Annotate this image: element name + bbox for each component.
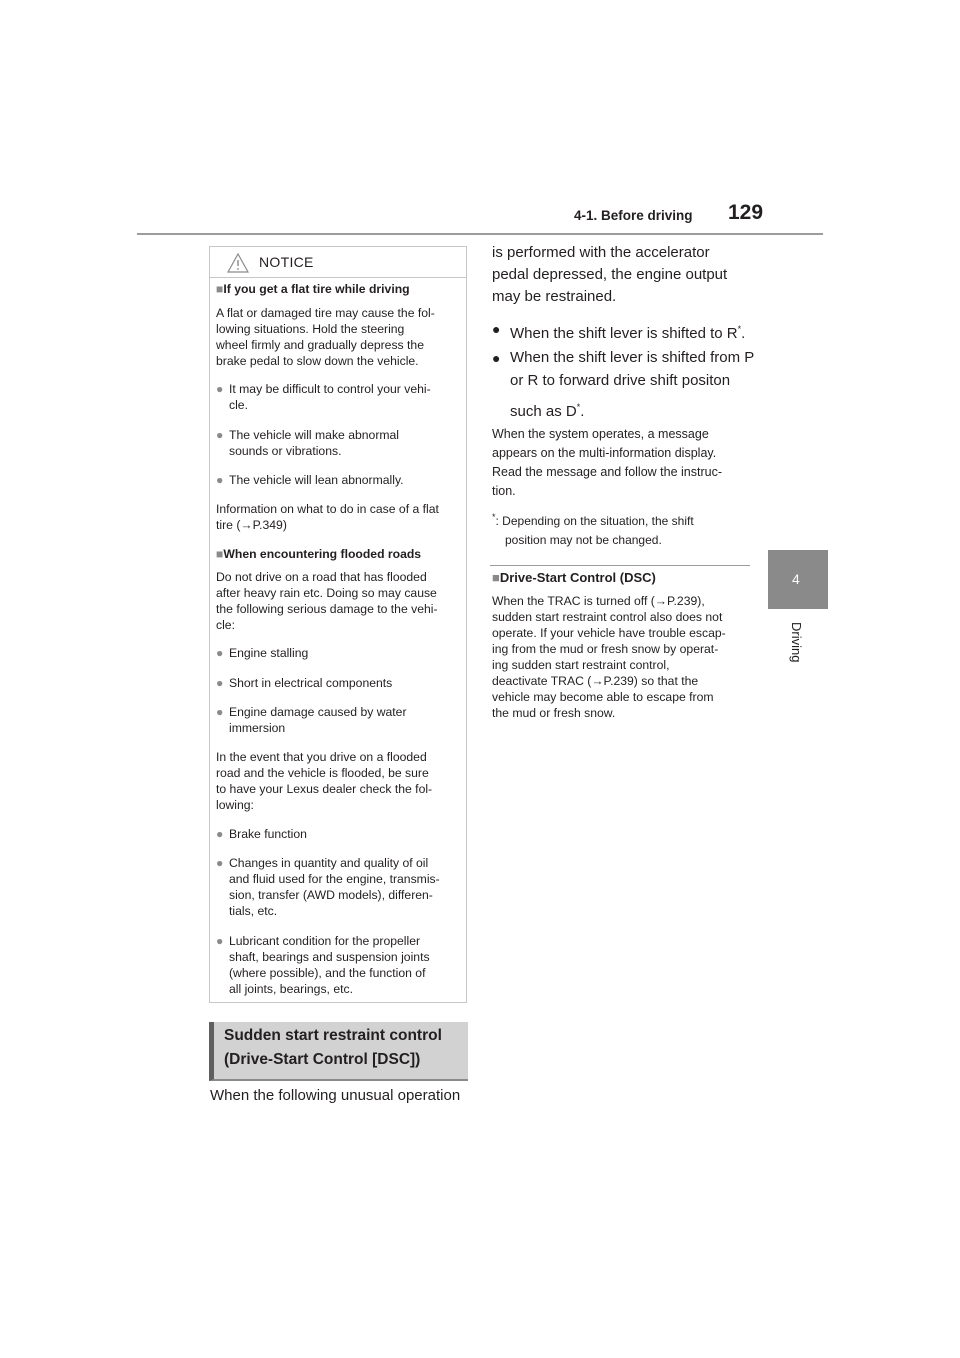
list-item: ● Short in electrical components [216, 676, 393, 690]
footnote: *: Depending on the situation, the shift… [492, 512, 694, 547]
dot-bullet-icon: ● [216, 473, 224, 487]
list-item: ● It may be difficult to control your ve… [216, 382, 431, 412]
square-bullet-icon: ■ [492, 570, 500, 585]
list-item: ● The vehicle will make abnormal sounds … [216, 428, 400, 458]
section-heading-line2: (Drive-Start Control [DSC]) [224, 1051, 421, 1068]
section-heading-line1: Sudden start restraint control [224, 1027, 442, 1044]
chapter-number: 4 [792, 571, 800, 587]
right-intro: is performed with the accelerator pedal … [492, 244, 728, 305]
chapter-label-wrap: Driving [784, 622, 814, 670]
notice-title: NOTICE [259, 254, 314, 270]
flood-text: Do not drive on a road that has flooded … [216, 570, 438, 632]
list-item: ● Brake function [216, 827, 307, 841]
dot-bullet-icon: ● [216, 646, 224, 660]
square-bullet-icon: ■ [216, 282, 224, 296]
list-item: ● Lubricant condition for the propeller … [216, 934, 430, 996]
dot-bullet-icon: ● [492, 321, 501, 337]
dot-bullet-icon: ● [492, 350, 501, 366]
dot-bullet-icon: ● [216, 676, 224, 690]
list-item: ● Changes in quantity and quality of oil… [216, 856, 440, 918]
list-item: ● Engine damage caused by water immersio… [216, 705, 407, 735]
dot-bullet-icon: ● [216, 827, 224, 841]
dot-bullet-icon: ● [216, 934, 224, 948]
chapter-tab [768, 550, 828, 609]
dot-bullet-icon: ● [216, 705, 224, 719]
flood-event-text: In the event that you drive on a flooded… [216, 750, 433, 812]
notice-box: NOTICE ■If you get a flat tire while dri… [209, 246, 467, 1003]
dsc-heading: ■Drive-Start Control (DSC) [492, 570, 656, 585]
square-bullet-icon: ■ [216, 547, 224, 561]
flood-heading: ■When encountering flooded roads [216, 547, 422, 561]
system-message-text: When the system operates, a message appe… [492, 427, 722, 498]
dsc-text: When the TRAC is turned off (→P.239), su… [492, 594, 726, 720]
section-title: 4-1. Before driving [574, 208, 693, 223]
dot-bullet-icon: ● [216, 428, 224, 442]
divider [490, 565, 750, 566]
dot-bullet-icon: ● [216, 382, 224, 396]
list-item: ● The vehicle will lean abnormally. [216, 473, 404, 487]
flat-tire-info: Information on what to do in case of a f… [216, 502, 439, 532]
section-intro: When the following unusual operation [210, 1087, 461, 1104]
chapter-label: Driving [789, 622, 804, 663]
dot-bullet-icon: ● [216, 856, 224, 870]
warning-icon [227, 253, 249, 273]
flat-tire-heading: ■If you get a flat tire while driving [216, 282, 410, 296]
list-item: ● Engine stalling [216, 646, 309, 660]
page-number: 129 [728, 201, 764, 224]
flat-tire-text: A flat or damaged tire may cause the fol… [216, 306, 435, 368]
notice-header: NOTICE [210, 247, 466, 278]
section-heading: Sudden start restraint control (Drive-St… [209, 1022, 468, 1081]
header-rule [137, 233, 823, 235]
